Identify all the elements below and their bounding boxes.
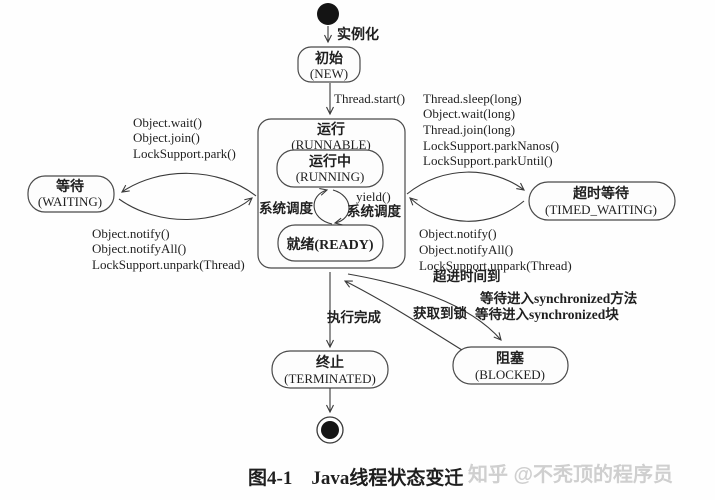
label-thread-sleep-long: Thread.sleep(long) xyxy=(423,91,522,106)
node-blocked xyxy=(452,346,569,385)
node-timed-waiting xyxy=(528,181,676,221)
label-wait-sync-method: 等待进入synchronized方法 xyxy=(480,290,638,306)
node-terminated-title: 终止 xyxy=(316,354,344,371)
node-running-title: 运行中 xyxy=(309,153,351,170)
edge-runnable-to-timed-waiting xyxy=(406,171,525,195)
edge-waiting-to-runnable xyxy=(118,197,253,220)
label-locksupport-park: LockSupport.park() xyxy=(133,146,236,161)
label-execution-done: 执行完成 xyxy=(327,309,381,325)
label-locksupport-parkuntil: LockSupport.parkUntil() xyxy=(423,153,553,168)
edge-blocked-to-runnable xyxy=(343,280,463,351)
label-locksupport-unpark-right: LockSupport.unpark(Thread) xyxy=(419,258,572,273)
edge-runnable-to-blocked xyxy=(347,273,502,341)
node-running-subtitle: (RUNNING) xyxy=(296,169,365,184)
node-new xyxy=(297,46,361,83)
final-state-dot xyxy=(321,421,339,439)
label-object-notifyall-right: Object.notifyAll() xyxy=(419,242,513,257)
final-state-ring xyxy=(316,416,344,444)
label-yield: yield() xyxy=(356,189,391,204)
node-new-subtitle: (NEW) xyxy=(310,66,348,81)
label-object-notifyall-left: Object.notifyAll() xyxy=(92,241,186,256)
label-locksupport-parknanos: LockSupport.parkNanos() xyxy=(423,138,559,153)
node-blocked-title: 阻塞 xyxy=(496,350,525,367)
label-object-notify-right: Object.notify() xyxy=(419,226,497,241)
label-wait-sync-block: 等待进入synchronized块 xyxy=(475,306,619,322)
initial-state-dot xyxy=(317,3,339,25)
node-runnable-title: 运行 xyxy=(317,121,345,138)
node-timed-waiting-subtitle: (TIMED_WAITING) xyxy=(545,202,657,217)
label-thread-start: Thread.start() xyxy=(334,91,405,106)
edge-timed-waiting-to-runnable xyxy=(409,197,525,222)
label-acquire-lock: 获取到锁 xyxy=(413,305,467,321)
node-blocked-subtitle: (BLOCKED) xyxy=(475,367,545,382)
label-object-wait: Object.wait() xyxy=(133,115,202,130)
label-object-notify-left: Object.notify() xyxy=(92,226,170,241)
label-schedule-left: 系统调度 xyxy=(259,200,313,216)
node-ready xyxy=(277,224,384,262)
node-terminated-subtitle: (TERMINATED) xyxy=(284,371,376,386)
edge-running-to-ready xyxy=(332,189,350,226)
label-thread-join-long: Thread.join(long) xyxy=(423,122,515,137)
label-timeout-reached: 超进时间到 xyxy=(432,268,501,284)
node-waiting xyxy=(27,175,115,213)
label-object-wait-long: Object.wait(long) xyxy=(423,106,515,121)
node-timed-waiting-title: 超时等待 xyxy=(572,185,629,202)
label-object-join: Object.join() xyxy=(133,130,200,145)
node-new-title: 初始 xyxy=(315,50,343,67)
node-waiting-subtitle: (WAITING) xyxy=(38,194,102,209)
figure-caption: 图4-1 Java线程状态变迁 xyxy=(248,466,463,489)
zhihu-watermark: 知乎 @不秃顶的程序员 xyxy=(468,462,673,486)
edge-ready-to-running xyxy=(313,187,333,225)
edge-runnable-to-waiting xyxy=(120,172,257,197)
node-running xyxy=(276,149,384,188)
label-locksupport-unpark-left: LockSupport.unpark(Thread) xyxy=(92,257,245,272)
label-instantiate: 实例化 xyxy=(337,26,379,43)
node-runnable-subtitle: (RUNNABLE) xyxy=(291,137,370,152)
node-ready-title: 就绪(READY) xyxy=(286,236,373,253)
label-schedule-right: 系统调度 xyxy=(347,203,401,219)
node-waiting-title: 等待 xyxy=(56,178,84,195)
